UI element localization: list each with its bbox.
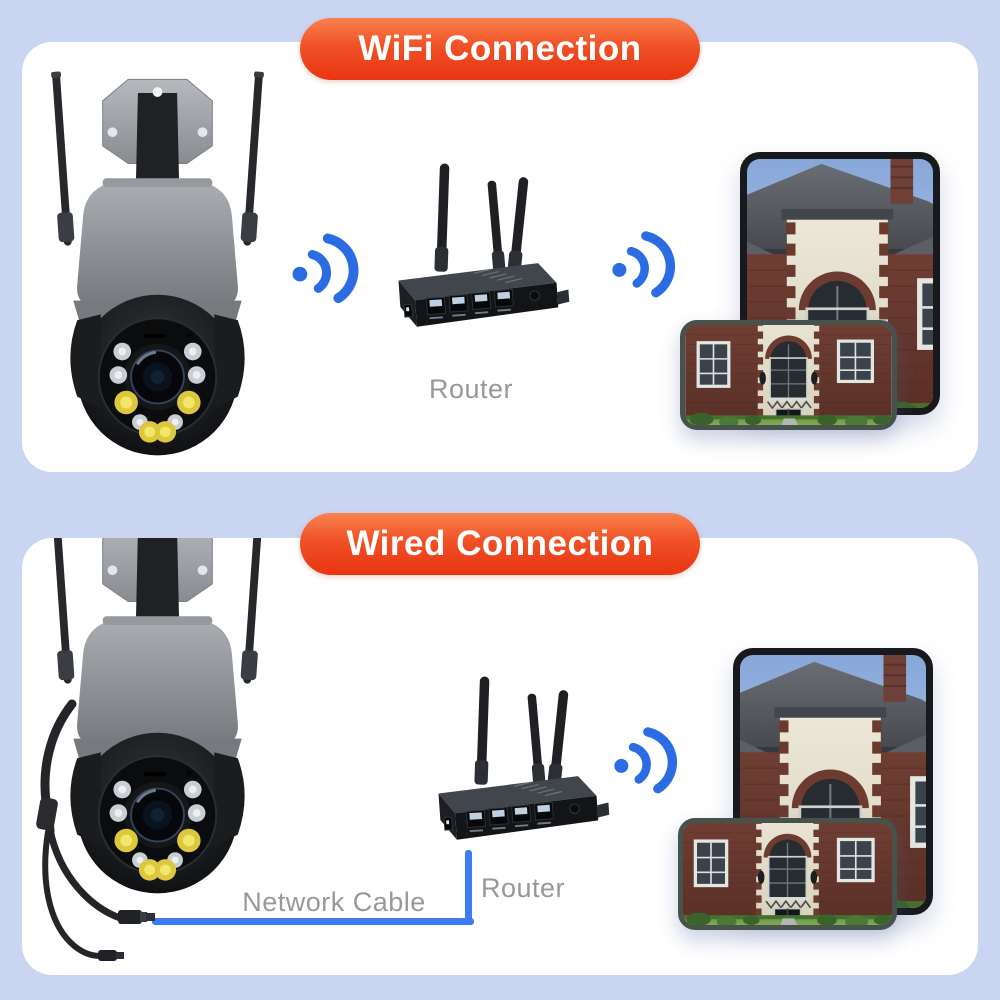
wired-connection-banner: Wired Connection (300, 513, 700, 575)
security-camera-illustration (45, 69, 270, 457)
wired-connection-panel: Network Cable Router (22, 538, 978, 975)
router-label: Router (480, 873, 566, 903)
network-cable-line (465, 850, 472, 925)
phone-device (678, 818, 897, 930)
wifi-connection-panel: Router (22, 42, 978, 472)
wifi-connection-banner: WiFi Connection (300, 18, 700, 80)
wifi-banner-title: WiFi Connection (358, 29, 642, 68)
phone-device (680, 320, 897, 430)
wifi-signal-icon (603, 712, 695, 810)
router-illustration (437, 675, 610, 842)
house-camera-feed (685, 325, 892, 425)
wifi-signal-icon (281, 219, 377, 320)
network-cable-label: Network Cable (242, 887, 426, 917)
house-camera-feed (683, 823, 892, 925)
wifi-signal-icon (601, 216, 693, 314)
router-illustration (397, 162, 570, 329)
router-label: Router (428, 374, 514, 404)
wired-banner-title: Wired Connection (346, 524, 654, 563)
network-cable-line (152, 918, 474, 925)
camera-cables-illustration (22, 690, 180, 975)
